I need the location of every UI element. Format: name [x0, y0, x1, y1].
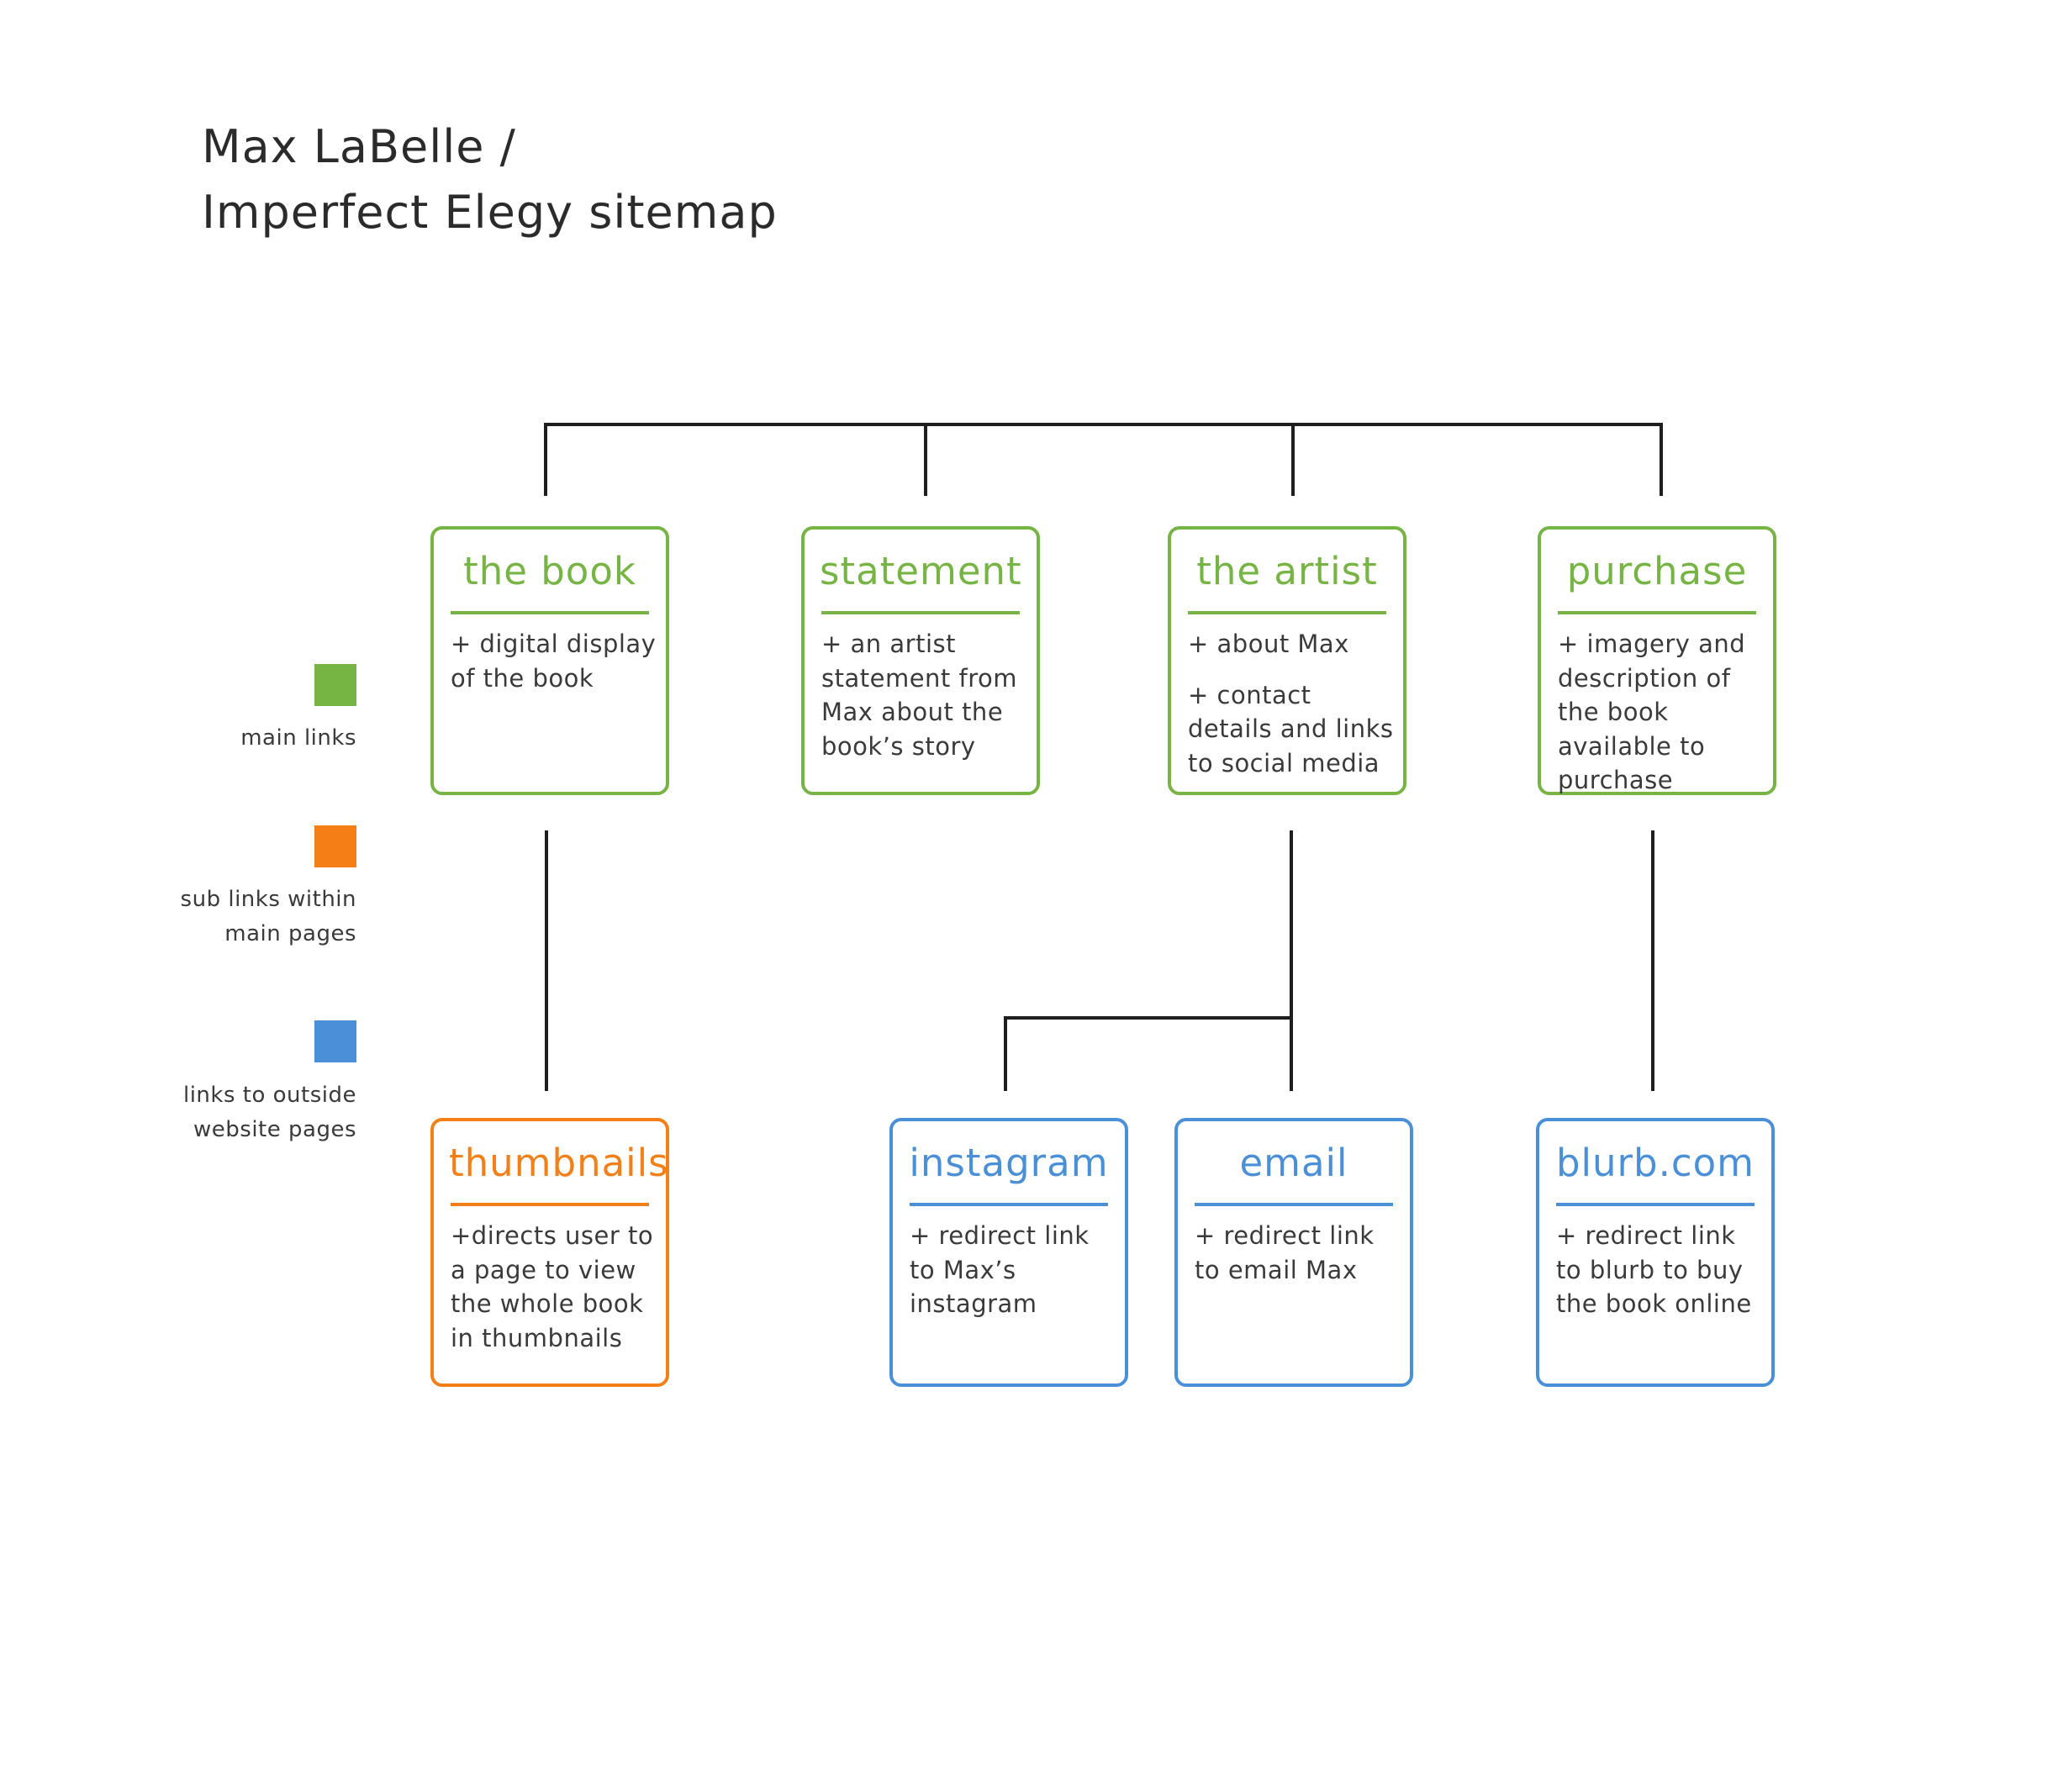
node-description: + imagery and description of the book av…	[1558, 627, 1765, 798]
node-statement[interactable]: statement + an artist statement from Max…	[801, 526, 1040, 795]
node-description-line: +directs user to a page to view the whol…	[451, 1221, 654, 1352]
node-divider	[821, 611, 1020, 614]
node-title: statement	[820, 549, 1022, 593]
legend-label-outside-links: links to outside website pages	[182, 1083, 356, 1142]
node-description-line: + redirect link to email Max	[1195, 1221, 1375, 1284]
page-title: Max LaBelle / Imperfect Elegy sitemap	[202, 114, 778, 245]
node-description-line: + an artist statement from Max about the…	[821, 630, 1018, 761]
node-thumbnails[interactable]: thumbnails +directs user to a page to vi…	[430, 1118, 669, 1387]
node-purchase[interactable]: purchase + imagery and description of th…	[1538, 526, 1776, 795]
legend-swatch-sub-links	[314, 825, 356, 867]
node-instagram[interactable]: instagram + redirect link to Max’s insta…	[889, 1118, 1128, 1387]
legend-swatch-main-links	[314, 664, 356, 706]
node-divider	[1556, 1203, 1755, 1206]
node-description: + redirect link to email Max	[1195, 1219, 1401, 1287]
node-title: blurb.com	[1555, 1141, 1755, 1185]
node-email[interactable]: email + redirect link to email Max	[1174, 1118, 1413, 1387]
node-description-line: + redirect link to blurb to buy the book…	[1556, 1221, 1752, 1318]
node-description: +directs user to a page to view the whol…	[451, 1219, 657, 1355]
node-description: + an artist statement from Max about the…	[821, 627, 1028, 763]
node-divider	[910, 1203, 1108, 1206]
node-the-artist[interactable]: the artist + about Max + contact details…	[1168, 526, 1406, 795]
title-line-2: Imperfect Elegy sitemap	[202, 186, 778, 239]
node-divider	[1195, 1203, 1393, 1206]
node-title: the artist	[1196, 549, 1378, 593]
node-the-book[interactable]: the book + digital display of the book	[430, 526, 669, 795]
node-description-line: + contact details and links to social me…	[1188, 680, 1394, 777]
node-description: + redirect link to blurb to buy the book…	[1556, 1219, 1763, 1321]
node-description-line: + about Max	[1188, 630, 1349, 658]
node-description: + redirect link to Max’s instagram	[910, 1219, 1116, 1321]
node-title: purchase	[1566, 549, 1748, 593]
node-description: + about Max + contact details and links …	[1188, 627, 1395, 780]
node-description-line: + digital display of the book	[451, 630, 657, 693]
node-description-line: + imagery and description of the book av…	[1558, 630, 1746, 794]
node-title: email	[1239, 1141, 1348, 1185]
node-divider	[1188, 611, 1386, 614]
node-description: + digital display of the book	[451, 627, 657, 695]
node-divider	[451, 1203, 649, 1206]
legend-label-main-links: main links	[240, 725, 356, 751]
legend-label-sub-links: sub links within main pages	[180, 887, 356, 946]
title-line-1: Max LaBelle /	[202, 120, 516, 173]
node-description-line: + redirect link to Max’s instagram	[910, 1221, 1090, 1318]
legend-swatch-outside-links	[314, 1020, 356, 1062]
connector-artist-to-instagram	[1004, 1016, 1291, 1091]
node-title: instagram	[909, 1141, 1109, 1185]
node-title: the book	[463, 549, 636, 593]
node-blurb-com[interactable]: blurb.com + redirect link to blurb to bu…	[1536, 1118, 1775, 1387]
node-divider	[451, 611, 649, 614]
node-title: thumbnails	[449, 1141, 669, 1185]
node-divider	[1558, 611, 1756, 614]
connector-top-bar	[544, 423, 1663, 496]
